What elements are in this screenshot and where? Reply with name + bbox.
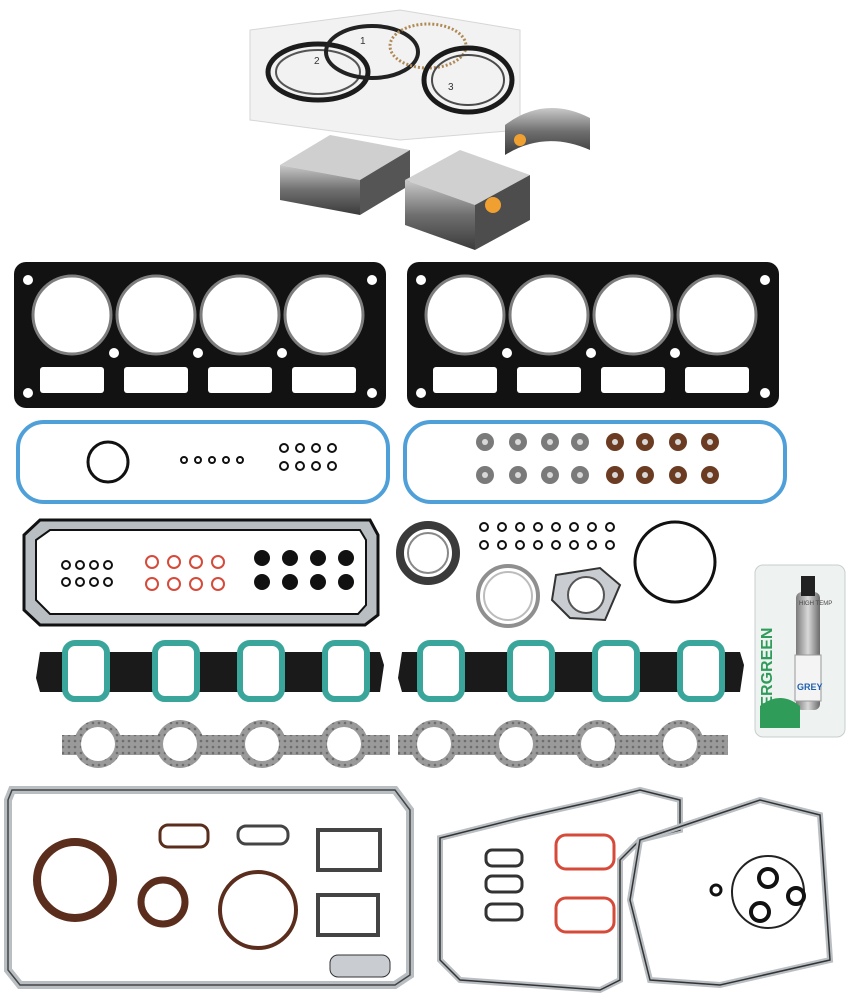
small-o-rings xyxy=(479,522,615,550)
valve-cover-gasket-left xyxy=(16,420,390,504)
throttle-body-gasket xyxy=(476,564,540,628)
large-o-ring xyxy=(633,520,717,604)
sealant-tag: HIGH TEMP xyxy=(799,601,832,607)
valley-cover-gasket xyxy=(22,518,380,627)
main-bearings xyxy=(405,150,530,250)
valve-stem-seals xyxy=(476,433,719,484)
intake-gasket-right xyxy=(398,640,744,702)
exhaust-gasket-right xyxy=(398,720,728,768)
intake-gasket-left xyxy=(36,640,384,702)
exhaust-donut-seal xyxy=(396,521,460,585)
sealant-color-word: GREY xyxy=(797,682,823,692)
ring-bag-number-2: 2 xyxy=(314,56,320,67)
head-gasket-right xyxy=(407,262,779,408)
water-pump-gasket xyxy=(550,566,622,622)
sealant-tube-package: GREY HIGH TEMP EVERGREEN xyxy=(754,564,846,738)
rear-cover-gasket xyxy=(626,796,834,989)
exhaust-gasket-left xyxy=(62,720,390,768)
ring-bag-number-3: 3 xyxy=(448,82,454,93)
ring-bag-number-1: 1 xyxy=(360,36,366,47)
piston-ring-set: 1 2 3 xyxy=(249,9,521,141)
oil-pan-gasket xyxy=(3,786,414,989)
valve-cover-gasket-right xyxy=(403,420,787,504)
head-gasket-left xyxy=(14,262,386,408)
thrust-bearing xyxy=(505,108,590,155)
rod-bearings xyxy=(280,135,410,215)
